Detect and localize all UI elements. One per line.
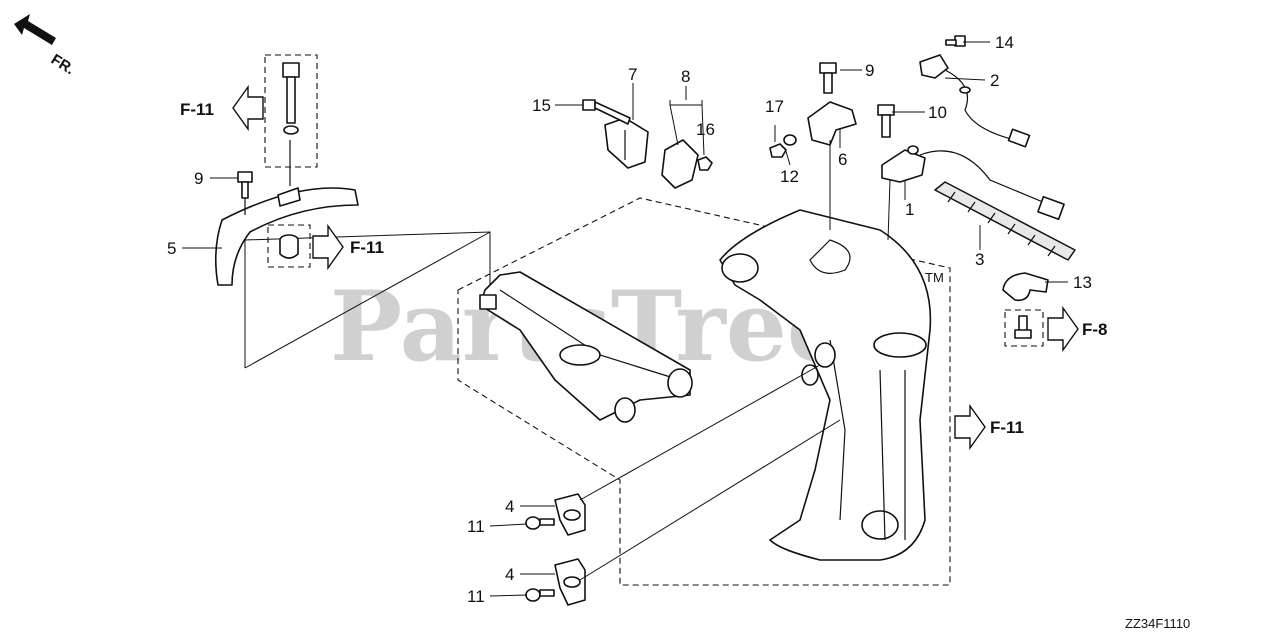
collar-icon [279,234,299,259]
small-bolt-icon [1014,315,1032,339]
drawing-code: ZZ34F1110 [1125,616,1190,631]
callout-11-lower: 11 [467,587,485,606]
bolt-detail-box [264,54,318,168]
part-8-holder [661,139,699,189]
watermark-tm: TM [925,270,944,285]
ref-arrow-f8: F-8 [1047,305,1108,353]
part-5-bracket-arm [214,140,359,286]
steering-bracket [479,271,693,423]
bolt-long-icon [282,62,300,135]
part-1-switch [881,145,1065,241]
part-14-bolt [945,35,966,47]
callout-8: 8 [681,67,690,86]
part-10-bolt [877,104,895,138]
part-17-nut [769,143,787,158]
ref-label-f11-b: F-11 [350,238,384,257]
collar-detail-box [267,224,311,268]
assembly-frame [457,197,951,586]
leader-frame-left [244,231,491,368]
swivel-case [719,209,932,561]
callout-16: 16 [696,120,715,139]
callout-14: 14 [995,33,1014,52]
part-12-washer [783,134,797,146]
leader-4-lower [579,419,841,581]
callout-1: 1 [905,200,914,219]
callout-4-upper: 4 [505,497,514,516]
part-7-holder [604,117,649,169]
callout-2: 2 [990,71,999,90]
clamp-bolt-detail-box [1004,309,1044,347]
part-4-clip-lower [554,558,586,606]
callout-11-upper: 11 [467,517,485,536]
callout-5: 5 [167,239,176,258]
part-2-sensor [919,54,1031,148]
ref-label-f8: F-8 [1082,320,1108,339]
part-9-bolt-top [819,62,837,94]
front-direction-arrow-icon: FR. [14,14,77,78]
front-label: FR. [48,51,78,78]
part-11-screw-lower [525,588,555,602]
callout-13: 13 [1073,273,1092,292]
part-11-screw-upper [525,516,555,530]
callout-9-top: 9 [865,61,874,80]
part-13-clamp [1002,272,1049,302]
callout-15: 15 [532,96,551,115]
callout-9-left: 9 [194,169,203,188]
ref-arrow-f11-mid-left: F-11 [312,223,384,271]
leader-diagonal [244,231,491,369]
callout-3: 3 [975,250,984,269]
ref-arrow-f11-top-left: F-11 [180,84,264,132]
callout-10: 10 [928,103,947,122]
part-15-bolt [582,99,631,125]
callout-17: 17 [765,97,784,116]
ref-label-f11-c: F-11 [990,418,1024,437]
callout-leaders [182,41,1068,597]
part-3-protector-tube [934,181,1076,261]
callout-7: 7 [628,65,637,84]
part-9-bolt-left [237,171,253,215]
callout-12: 12 [780,167,799,186]
part-4-clip-upper [554,493,586,536]
ref-label-f11-a: F-11 [180,100,214,119]
part-16-nut [697,156,713,171]
leader-4-upper [579,364,821,501]
part-6-stay [807,101,857,230]
callout-4-lower: 4 [505,565,514,584]
callout-6: 6 [838,150,847,169]
ref-arrow-f11-right: F-11 [954,403,1024,451]
